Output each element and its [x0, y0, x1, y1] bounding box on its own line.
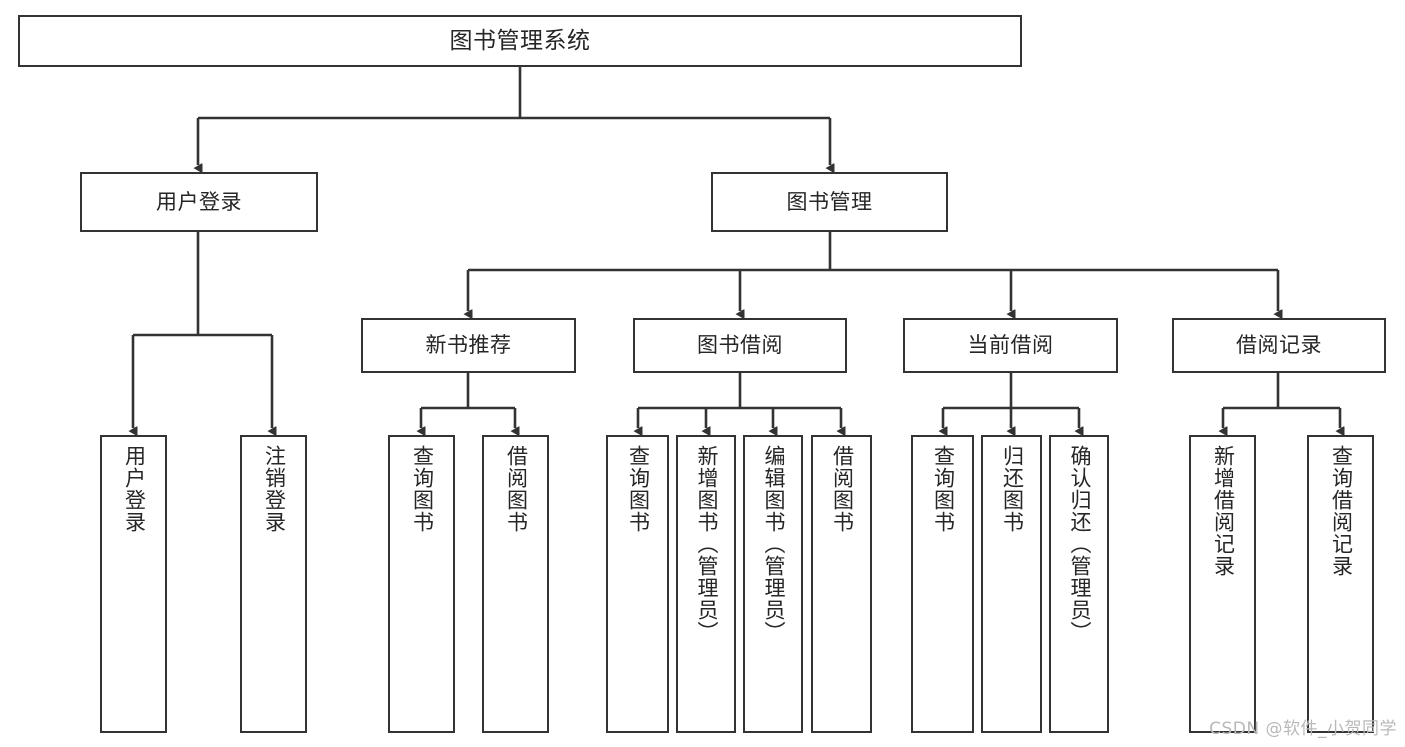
node-root-system[interactable]: 图书管理系统: [18, 15, 1022, 67]
node-label: 当前借阅: [967, 333, 1054, 358]
leaf-user-login[interactable]: 用户登录: [100, 435, 167, 733]
node-new-book-recommendation[interactable]: 新书推荐: [361, 318, 576, 373]
node-label: 查询借阅记录: [1329, 445, 1354, 577]
node-book-borrowing[interactable]: 图书借阅: [633, 318, 847, 373]
node-label: 查询图书: [410, 445, 435, 533]
node-label: 借阅图书: [830, 445, 855, 533]
leaf-add-borrowing-record[interactable]: 新增借阅记录: [1189, 435, 1256, 733]
node-label: 新书推荐: [425, 333, 512, 358]
csdn-watermark: CSDN @软件_小贺同学: [1209, 719, 1397, 739]
node-label: 归还图书: [1000, 445, 1025, 533]
node-label: 用户登录: [156, 189, 242, 214]
node-label: 借阅记录: [1236, 333, 1322, 358]
leaf-query-books-recommendation[interactable]: 查询图书: [388, 435, 455, 733]
node-book-management[interactable]: 图书管理: [711, 172, 948, 232]
leaf-borrow-books[interactable]: 借阅图书: [811, 435, 872, 733]
node-current-borrowing[interactable]: 当前借阅: [903, 318, 1118, 373]
node-label: 用户登录: [122, 445, 147, 533]
node-borrowing-records[interactable]: 借阅记录: [1172, 318, 1386, 373]
leaf-logout[interactable]: 注销登录: [240, 435, 307, 733]
node-label: 图书借阅: [697, 333, 783, 358]
leaf-return-books[interactable]: 归还图书: [981, 435, 1042, 733]
leaf-add-book-admin[interactable]: 新增图书（管理员）: [676, 435, 736, 733]
node-user-login[interactable]: 用户登录: [80, 172, 318, 232]
node-label: 注销登录: [262, 445, 287, 533]
node-label: 编辑图书（管理员）: [761, 445, 786, 643]
leaf-edit-book-admin[interactable]: 编辑图书（管理员）: [743, 435, 803, 733]
node-label: 图书管理系统: [449, 27, 591, 54]
leaf-query-books-borrowing[interactable]: 查询图书: [606, 435, 669, 733]
node-label: 借阅图书: [504, 445, 529, 533]
leaf-confirm-return-admin[interactable]: 确认归还（管理员）: [1049, 435, 1109, 733]
node-label: 新增借阅记录: [1211, 445, 1236, 577]
node-label: 查询图书: [931, 445, 956, 533]
node-label: 查询图书: [626, 445, 651, 533]
leaf-query-books-current[interactable]: 查询图书: [911, 435, 974, 733]
node-label: 图书管理: [786, 189, 873, 214]
leaf-borrow-books-recommendation[interactable]: 借阅图书: [482, 435, 549, 733]
node-label: 确认归还（管理员）: [1067, 445, 1092, 643]
leaf-query-borrowing-record[interactable]: 查询借阅记录: [1307, 435, 1374, 733]
node-label: 新增图书（管理员）: [694, 445, 719, 643]
